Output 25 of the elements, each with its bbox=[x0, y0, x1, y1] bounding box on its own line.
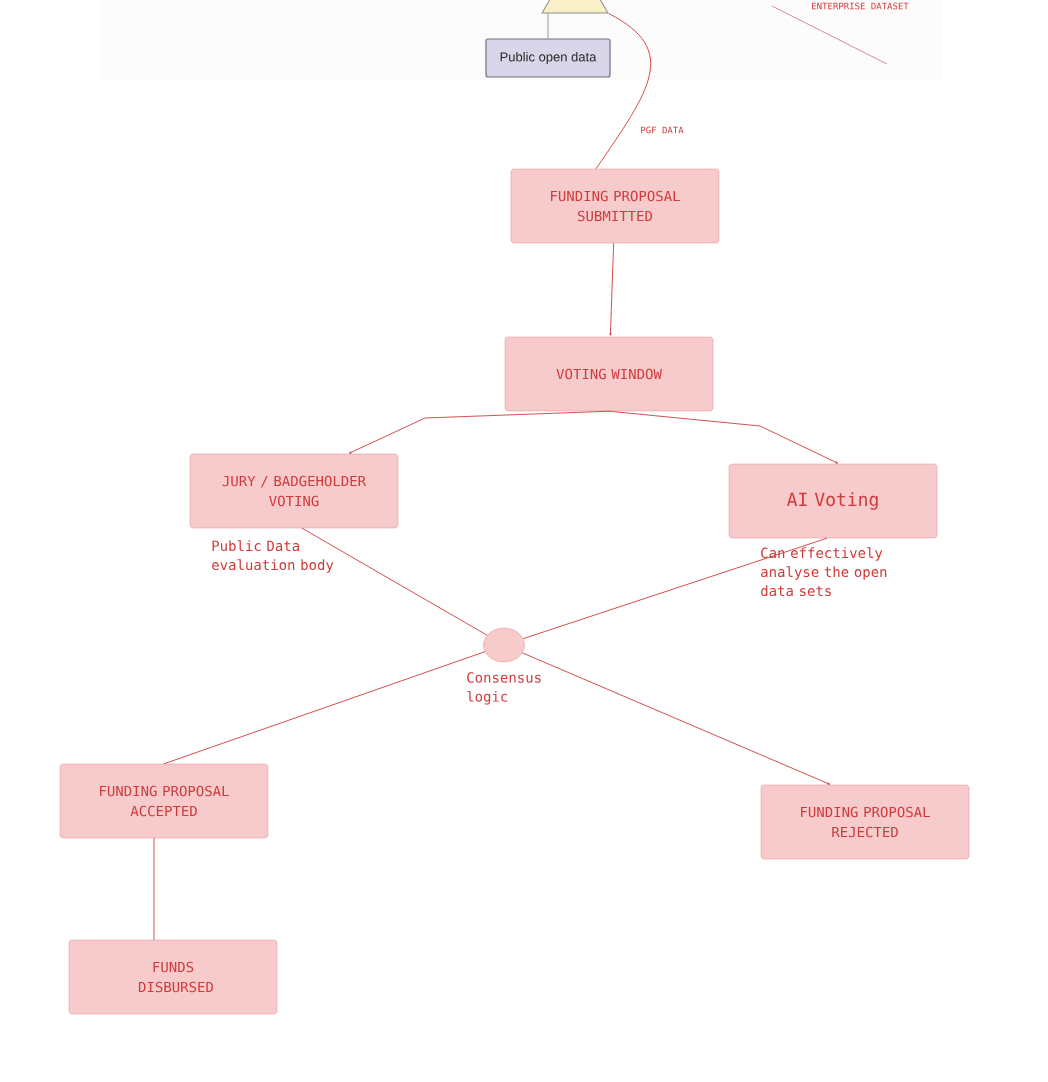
process-box: FUNDING PROPOSAL SUBMITTED bbox=[510, 168, 720, 244]
connector bbox=[547, 13, 549, 39]
connector bbox=[608, 410, 839, 464]
connector bbox=[153, 837, 155, 941]
triangle-shape bbox=[541, 0, 609, 14]
process-box: FUNDS DISBURSED bbox=[68, 939, 278, 1015]
text-label: ENTERPRISE DATASET bbox=[810, 1, 910, 11]
scroll-box: Public open data bbox=[485, 38, 611, 78]
connector bbox=[521, 652, 831, 785]
process-box: AI Voting bbox=[728, 463, 938, 539]
connector bbox=[163, 651, 486, 765]
annotation-text: Consensus logic bbox=[467, 672, 541, 705]
junction-ellipse bbox=[483, 627, 525, 663]
annotation-text: Public Data evaluation body bbox=[212, 540, 334, 573]
process-box: FUNDING PROPOSAL ACCEPTED bbox=[59, 763, 269, 839]
connector bbox=[595, 13, 652, 170]
connector bbox=[522, 537, 828, 640]
annotation-text: Can effectively analyse the open data sets bbox=[761, 547, 887, 597]
process-box: JURY / BADGEHOLDER VOTING bbox=[189, 453, 399, 529]
process-box: VOTING WINDOW bbox=[504, 336, 714, 412]
process-box: FUNDING PROPOSAL REJECTED bbox=[760, 784, 970, 860]
connector bbox=[301, 527, 488, 636]
connector bbox=[609, 242, 615, 336]
connector bbox=[348, 410, 610, 454]
edge-label: PGF DATA bbox=[639, 125, 685, 135]
